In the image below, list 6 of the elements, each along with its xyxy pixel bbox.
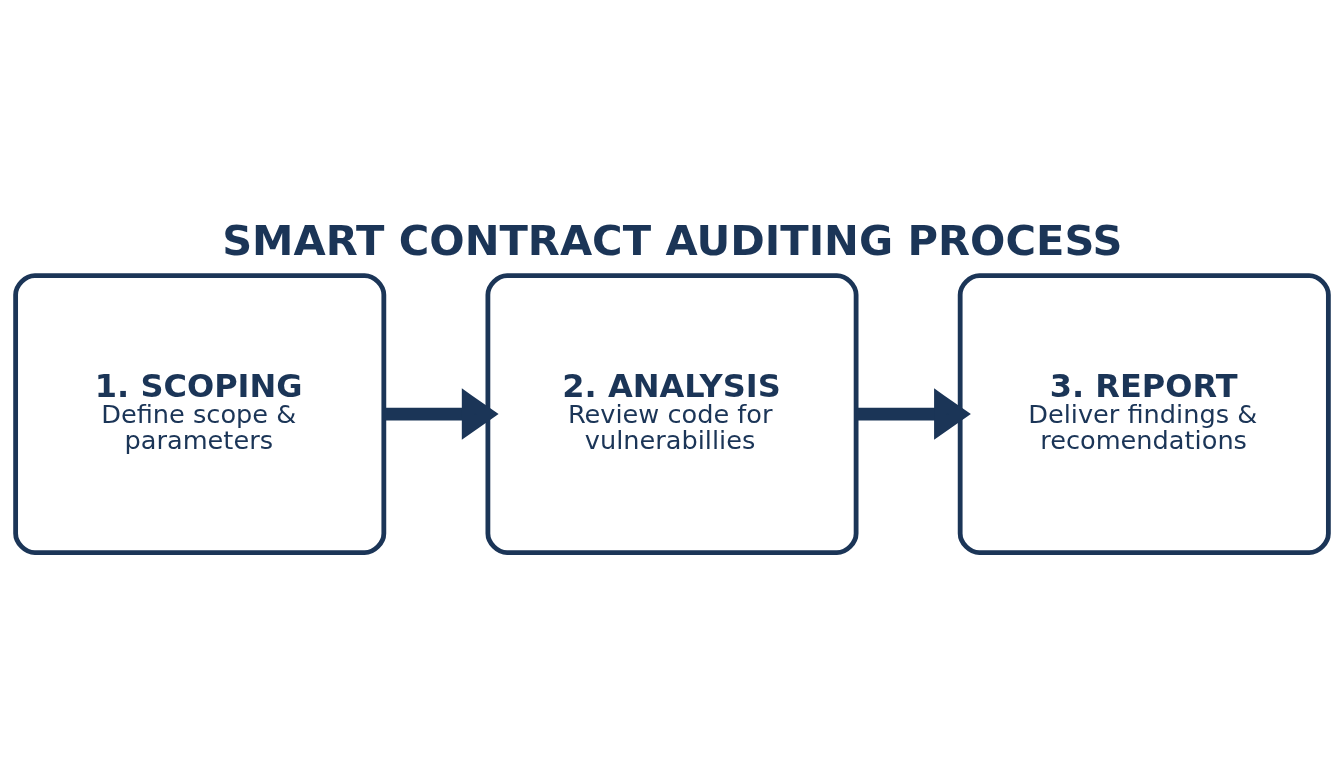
node-box: 3. REPORT Deliver findings & recomendations <box>957 272 1331 555</box>
diagram-title: SMART CONTRACT AUDITING PROCESS <box>222 215 1123 265</box>
arrow <box>856 387 971 440</box>
arrow <box>384 387 499 440</box>
node-box: 2. ANALYSIS Review code for vulnerabillies <box>485 272 859 555</box>
node-box: 1. SCOPING Define scope & parameters <box>13 272 387 555</box>
